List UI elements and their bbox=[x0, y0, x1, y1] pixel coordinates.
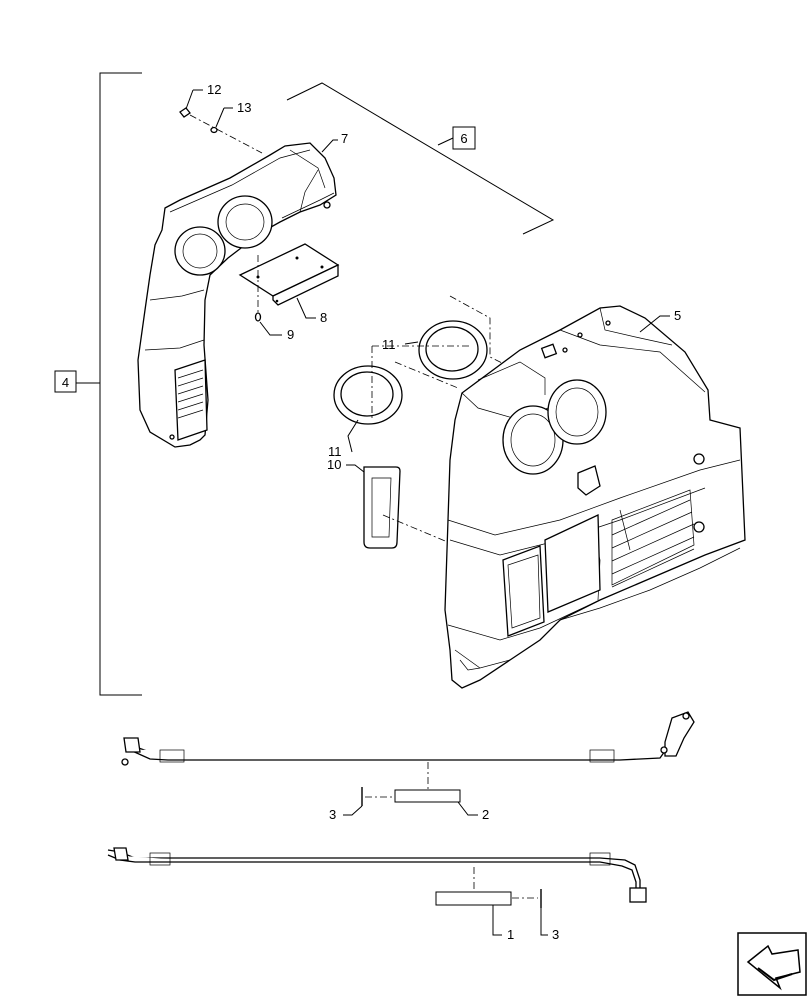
callout-13: 13 bbox=[237, 100, 251, 115]
tag-part-2: 2 bbox=[365, 789, 489, 822]
seal-part-10: 10 bbox=[327, 457, 451, 549]
callout-4: 4 bbox=[62, 375, 69, 390]
callout-8: 8 bbox=[320, 310, 327, 325]
tag-part-1: 1 bbox=[435, 891, 538, 942]
callout-11-lower: 11 bbox=[328, 444, 342, 459]
washer-part-13: 13 bbox=[189, 100, 263, 154]
bracket-part-8: 8 bbox=[238, 243, 340, 325]
callout-3-lower: 3 bbox=[552, 927, 559, 942]
previous-arrow-icon[interactable] bbox=[737, 932, 807, 996]
screw-part-12: 12 bbox=[179, 82, 221, 118]
housing-part-5: 5 bbox=[444, 305, 746, 689]
callout-2: 2 bbox=[482, 807, 489, 822]
callout-3-upper: 3 bbox=[329, 807, 336, 822]
assembly-bracket-4: 4 bbox=[54, 72, 142, 696]
hose-assembly-upper bbox=[121, 711, 695, 790]
screw-part-9: 9 bbox=[254, 312, 294, 342]
callout-1: 1 bbox=[507, 927, 514, 942]
callout-group-6: 6 bbox=[286, 82, 555, 235]
callout-7: 7 bbox=[341, 131, 348, 146]
callout-10: 10 bbox=[327, 457, 341, 472]
label-part-3-upper: 3 bbox=[329, 787, 363, 822]
gasket-part-11-lower: 11 bbox=[328, 346, 459, 459]
callout-12: 12 bbox=[207, 82, 221, 97]
air-duct-part-7: 7 bbox=[137, 131, 348, 448]
callout-11-upper: 11 bbox=[382, 337, 396, 352]
gasket-part-11-upper: 11 bbox=[372, 295, 529, 380]
callout-9: 9 bbox=[287, 327, 294, 342]
callout-5: 5 bbox=[674, 308, 681, 323]
label-part-3-lower: 3 bbox=[540, 889, 559, 942]
callout-6: 6 bbox=[460, 131, 467, 146]
hose-assembly-lower bbox=[107, 847, 647, 903]
